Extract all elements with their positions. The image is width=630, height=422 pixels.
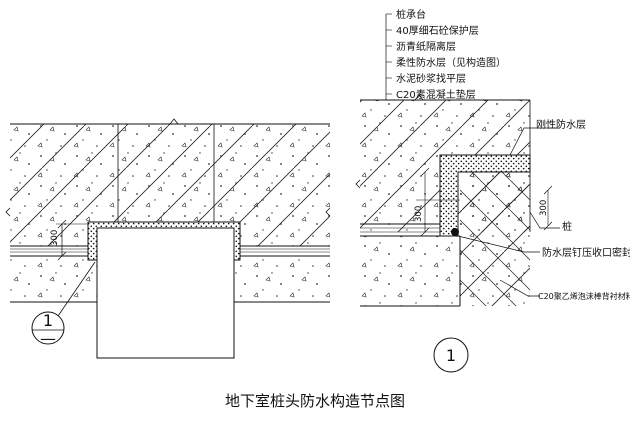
seal-point xyxy=(451,228,459,236)
callout-leader xyxy=(57,261,96,317)
label-rigid-layer: 刚性防水层 xyxy=(536,118,586,131)
label-pile: 桩 xyxy=(562,220,572,233)
left-dimension-label: 300 xyxy=(50,230,60,246)
layer-label-flexible: 柔性防水层（见构造图） xyxy=(396,56,506,69)
section-marker-number: 1 xyxy=(446,346,456,365)
left-pile xyxy=(96,227,235,359)
left-detail: 300 1 — xyxy=(5,118,331,359)
section-marker xyxy=(433,337,469,373)
layer-label-pile-cap: 桩承台 xyxy=(396,8,426,21)
drawing-title: 地下室桩头防水构造节点图 xyxy=(225,392,405,410)
layer-label-cushion: C20素混凝土垫层 xyxy=(396,88,476,101)
detail-callout-number: 1 xyxy=(43,311,53,330)
detail-callout-sheet: — xyxy=(40,329,56,348)
right-cushion-layer xyxy=(360,236,460,306)
label-foam-backing: C20聚乙烯泡沫棒背衬材料 xyxy=(538,291,630,301)
right-detail: 300 300 1 xyxy=(355,13,560,373)
layer-label-isolation: 沥青纸隔离层 xyxy=(396,40,456,53)
layer-label-protective: 40厚细石砼保护层 xyxy=(396,24,479,37)
layer-label-leveling: 水泥砂浆找平层 xyxy=(396,72,466,85)
right-vertical-dimension: 300 xyxy=(414,206,424,222)
label-seal: 防水层钉压收口密封 xyxy=(542,246,630,259)
detail-callout-bubble xyxy=(31,311,65,345)
right-small-dimension: 300 xyxy=(539,200,549,216)
